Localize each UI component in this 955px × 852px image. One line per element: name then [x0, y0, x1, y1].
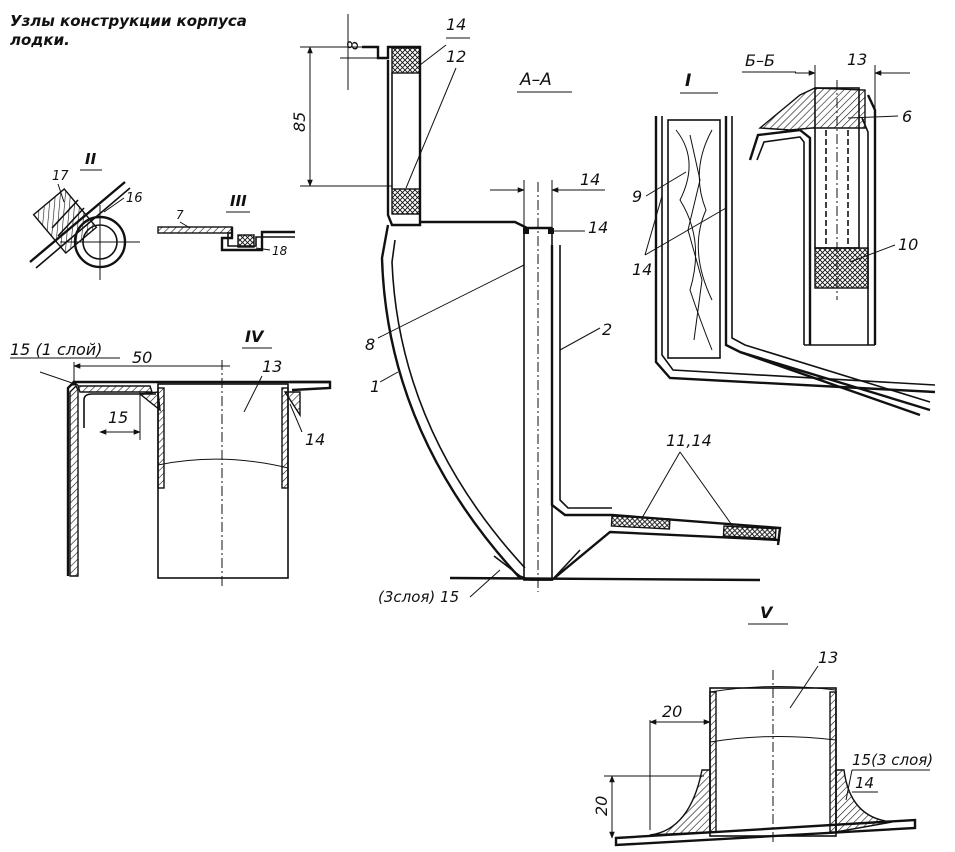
callout-14-c: 14: [632, 260, 652, 279]
dim-20-vertical: 20: [592, 796, 611, 816]
detail-ii: II 17 16: [29, 150, 143, 280]
callout-17: 17: [52, 169, 69, 184]
callout-9: 9: [632, 187, 642, 206]
gunwale-insert-top: [391, 47, 421, 74]
section-bb-label: Б–Б: [745, 51, 775, 70]
detail-iii-label: III: [230, 192, 247, 210]
detail-iv: IV 15 (1 слой) 50 15 13 14: [10, 327, 332, 588]
callout-10: 10: [898, 235, 918, 254]
detail-i-label: I: [685, 71, 691, 91]
detail-v: V 20 20 13 15(3 слоя) 14: [592, 603, 933, 847]
callout-14-a: 14: [446, 15, 466, 34]
callout-8: 8: [365, 335, 375, 354]
section-aa: А–А 85 8: [290, 14, 782, 606]
callout-1: 1: [370, 377, 380, 396]
dim-14-top: 14: [580, 170, 600, 189]
callout-2: 2: [602, 320, 612, 339]
callout-14-b: 14: [588, 218, 608, 237]
detail-v-label: V: [760, 603, 774, 622]
callout-16: 16: [126, 191, 143, 206]
callout-13-v: 13: [818, 648, 838, 667]
callout-6: 6: [902, 107, 912, 126]
detail-i: I 9 14: [632, 71, 936, 417]
detail-iv-label: IV: [245, 327, 265, 346]
callout-15-1layer: 15 (1 слой): [10, 340, 102, 359]
callout-15-3layer-v: 15(3 слоя): [852, 751, 933, 769]
callout-12: 12: [446, 47, 466, 66]
callout-7: 7: [176, 208, 184, 222]
callout-11-14: 11,14: [666, 431, 712, 450]
callout-15-3layer: (3слоя) 15: [378, 588, 459, 606]
callout-18: 18: [272, 244, 288, 258]
dim-20-horizontal: 20: [662, 702, 682, 721]
section-aa-label: А–А: [519, 70, 552, 90]
section-bb: Б–Б 13 6 10: [742, 50, 918, 346]
dim-50: 50: [132, 348, 152, 367]
figure-title: Узлы конструкции корпуса лодки.: [10, 12, 247, 49]
dim-85: 85: [290, 112, 309, 132]
dim-13: 13: [847, 50, 867, 69]
dim-8: 8: [344, 40, 362, 50]
dim-15: 15: [108, 408, 128, 427]
detail-iii: III 7 18: [157, 192, 295, 258]
callout-14-v: 14: [855, 774, 874, 792]
detail-ii-label: II: [85, 150, 97, 168]
callout-13-iv: 13: [262, 357, 282, 376]
gunwale-insert-bottom: [391, 188, 421, 215]
callout-14-iv: 14: [305, 430, 325, 449]
